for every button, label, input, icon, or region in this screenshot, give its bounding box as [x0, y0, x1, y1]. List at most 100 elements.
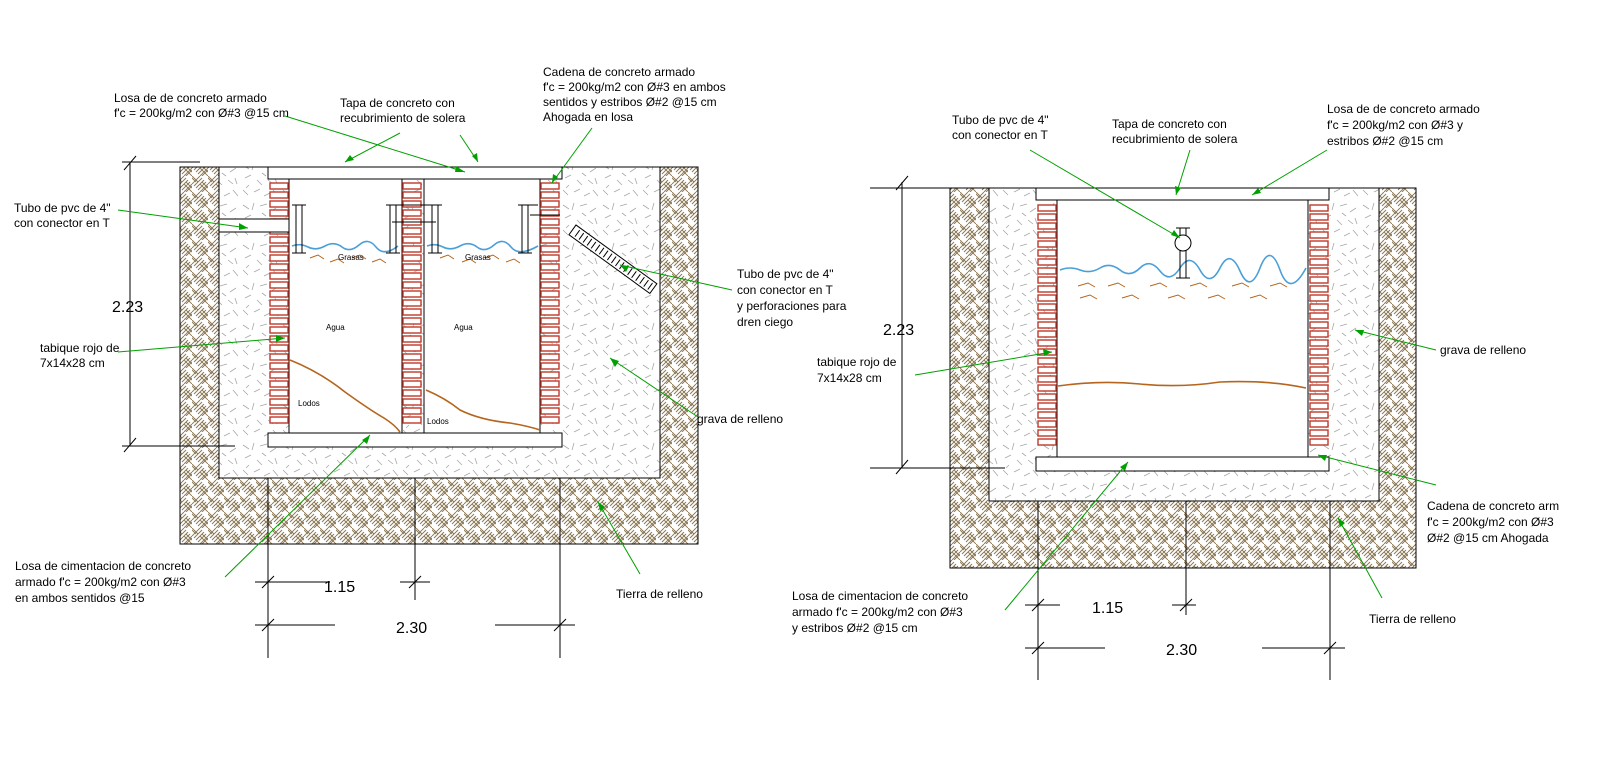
left-agua-1: Agua: [326, 323, 345, 332]
brick: [540, 191, 560, 199]
brick: [1309, 420, 1329, 428]
right-tee-circle: [1174, 234, 1192, 252]
brick: [402, 200, 422, 208]
brick: [269, 398, 289, 406]
brick: [402, 191, 422, 199]
right-brick-walls: [1037, 204, 1329, 446]
left-water-1: [291, 240, 399, 253]
brick: [402, 389, 422, 397]
brick: [540, 299, 560, 307]
brick: [540, 389, 560, 397]
left-label-tierra: Tierra de relleno: [616, 587, 703, 601]
brick: [269, 353, 289, 361]
brick: [269, 416, 289, 424]
left-section: Grasas Grasas Agua Agua Lodos Lodos 2.23…: [14, 65, 847, 658]
brick: [1309, 312, 1329, 320]
label-line: Tapa de concreto con: [340, 96, 455, 110]
perforation: [610, 256, 617, 264]
label-line: dren ciego: [737, 315, 793, 329]
brick: [402, 398, 422, 406]
brick: [1309, 429, 1329, 437]
label-line: f'c = 200kg/m2 con Ø#3: [1427, 515, 1554, 529]
brick: [1037, 240, 1057, 248]
brick: [1037, 339, 1057, 347]
left-lodos-1: Lodos: [298, 399, 320, 408]
perforation: [574, 229, 581, 237]
brick: [1037, 213, 1057, 221]
left-dim-height-line: [122, 155, 235, 453]
brick: [402, 344, 422, 352]
label-line: grava de relleno: [697, 412, 783, 426]
label-line: tabique rojo de: [817, 355, 897, 369]
perforation: [594, 244, 601, 252]
brick: [1309, 294, 1329, 302]
brick: [402, 209, 422, 217]
right-section: 2.23 1.15 2.30 Tubo de pvc de 4"con cone…: [792, 102, 1559, 680]
brick: [1037, 285, 1057, 293]
brick: [1309, 411, 1329, 419]
brick: [1309, 357, 1329, 365]
perforation: [639, 276, 645, 284]
left-tee-3: [518, 204, 560, 254]
left-top-slab: [267, 166, 563, 180]
brick: [540, 344, 560, 352]
left-drain-pipe: [568, 224, 658, 295]
left-dim-half: 1.15: [324, 579, 355, 596]
label-line: Tubo de pvc de 4": [14, 201, 111, 215]
right-dim-width-lines: [1025, 501, 1345, 680]
brick: [1037, 321, 1057, 329]
left-agua-2: Agua: [454, 323, 473, 332]
brick: [1037, 330, 1057, 338]
right-top-slab: [1035, 187, 1330, 201]
label-line: recubrimiento de solera: [1112, 132, 1238, 146]
left-label-tubo-out: Tubo de pvc de 4"con conector en Ty perf…: [737, 267, 847, 329]
brick: [1309, 240, 1329, 248]
brick: [402, 308, 422, 316]
left-inlet-pipe: [218, 218, 290, 233]
brick: [540, 218, 560, 226]
brick: [1309, 402, 1329, 410]
perforation: [606, 253, 613, 261]
right-dim-half: 1.15: [1092, 600, 1123, 617]
brick: [269, 236, 289, 244]
brick: [402, 317, 422, 325]
label-line: sentidos y estribos Ø#2 @15 cm: [543, 95, 717, 109]
brick: [269, 326, 289, 334]
label-line: Tubo de pvc de 4": [737, 267, 834, 281]
brick: [1309, 276, 1329, 284]
brick: [540, 182, 560, 190]
label-line: Losa de de concreto armado: [114, 91, 267, 105]
brick: [402, 254, 422, 262]
brick: [1309, 249, 1329, 257]
brick: [1037, 267, 1057, 275]
brick: [1037, 375, 1057, 383]
left-sludge-1: [289, 359, 401, 433]
brick: [1309, 204, 1329, 212]
brick: [540, 326, 560, 334]
brick: [402, 407, 422, 415]
brick: [1037, 276, 1057, 284]
brick: [1309, 339, 1329, 347]
brick: [540, 281, 560, 289]
brick: [402, 353, 422, 361]
label-line: recubrimiento de solera: [340, 111, 466, 125]
brick: [540, 380, 560, 388]
brick: [402, 299, 422, 307]
label-line: Ahogada en losa: [543, 110, 633, 124]
label-line: con conector en T: [952, 128, 1049, 142]
left-chamber-1: [288, 177, 403, 434]
brick: [540, 263, 560, 271]
brick: [1037, 204, 1057, 212]
brick: [269, 371, 289, 379]
brick: [1309, 348, 1329, 356]
left-tee-1: [292, 204, 306, 254]
label-line: y perforaciones para: [737, 299, 847, 313]
perforation: [578, 232, 585, 240]
brick: [269, 344, 289, 352]
left-grease-2: [439, 254, 521, 264]
brick: [1309, 384, 1329, 392]
